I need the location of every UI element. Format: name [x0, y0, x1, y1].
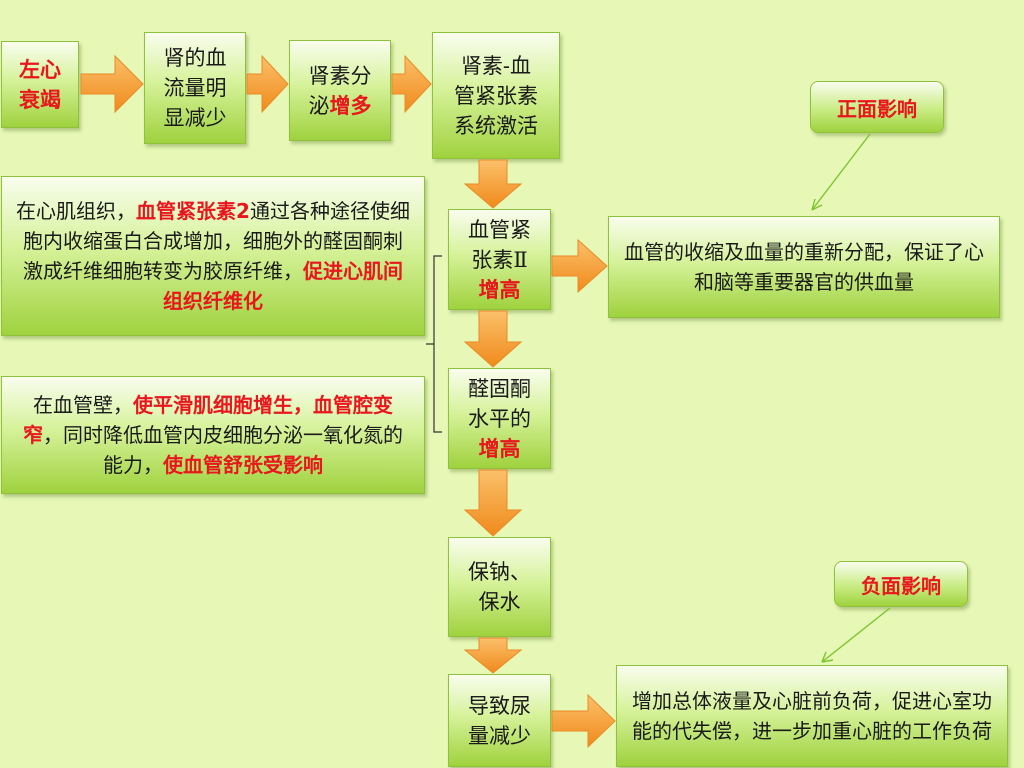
sodium-line2: 保水 — [478, 590, 521, 614]
pointer-negative — [821, 607, 891, 663]
sodium-line1: 保钠、 — [468, 560, 531, 584]
aldosterone-line3: 增高 — [478, 436, 521, 461]
positive-result-text: 血管的收缩及血量的重新分配，保证了心和脑等重要器官的供血量 — [624, 240, 984, 294]
arrow-aldosterone-to-sodium — [463, 469, 523, 537]
aldosterone-line1: 醛固酮 — [468, 376, 531, 401]
urine-line2: 量减少 — [468, 723, 531, 748]
renal-flow-line1: 肾的血 — [163, 46, 227, 70]
renal-flow-line2: 流量明 — [163, 76, 227, 100]
renin-line1: 肾素分 — [308, 63, 372, 88]
myocardium-text-3: 通过各种途径使细胞内收缩蛋白合成增加，细胞外的醛固酮刺激成纤维细胞转变为胶原纤维… — [23, 199, 410, 283]
myocardium-text-4: 促进心肌间组织纤维化 — [163, 259, 403, 313]
raas-line2: 管紧张素 — [454, 83, 538, 108]
arrow-angiotensin-to-positive — [551, 238, 608, 294]
arrow-urine-to-negative — [551, 693, 616, 749]
result-negative: 增加总体液量及心脏前负荷，促进心室功能的代失偿，进一步加重心脏的工作负荷 — [616, 665, 1008, 767]
raas-line1: 肾素-血 — [460, 53, 532, 78]
renin-line2b: 增多 — [329, 93, 372, 118]
arrow-sodium-to-urine — [463, 637, 523, 674]
node-renin-secretion: 肾素分 泌增多 — [289, 40, 391, 141]
angiotensin-line2: 张素Ⅱ — [471, 247, 528, 272]
angiotensin-line1: 血管紧 — [468, 217, 531, 242]
label-positive-effect: 正面影响 — [810, 81, 944, 133]
renin-line2: 泌增多 — [309, 91, 372, 121]
vessel-wall-text-1: 在血管壁， — [33, 393, 133, 417]
bracket-connector — [426, 255, 442, 433]
pointer-positive — [811, 133, 871, 211]
node-angiotensin-ii: 血管紧 张素Ⅱ 增高 — [448, 209, 551, 310]
negative-result-text: 增加总体液量及心脏前负荷，促进心室功能的代失偿，进一步加重心脏的工作负荷 — [632, 689, 992, 743]
node-renal-blood-flow: 肾的血 流量明 显减少 — [144, 32, 246, 144]
node-heart-failure: 左心 衰竭 — [1, 41, 79, 128]
myocardium-text-2: 血管紧张素2 — [136, 199, 250, 223]
arrow-renal-to-renin — [246, 54, 289, 114]
effect-myocardium: 在心肌组织，血管紧张素2通过各种途径使细胞内收缩蛋白合成增加，细胞外的醛固酮刺激… — [1, 176, 425, 336]
arrow-raas-to-angiotensin — [463, 159, 523, 209]
arrow-angiotensin-to-aldosterone — [463, 310, 523, 368]
arrow-renin-to-raas — [391, 54, 432, 114]
heart-failure-line2: 衰竭 — [19, 87, 61, 112]
node-raas-activation: 肾素-血 管紧张素 系统激活 — [432, 32, 560, 159]
urine-line1: 导致尿 — [468, 693, 531, 718]
label-negative-effect: 负面影响 — [834, 561, 968, 607]
arrow-heart-to-renal — [80, 54, 144, 114]
effect-vessel-wall: 在血管壁，使平滑肌细胞增生，血管腔变窄，同时降低血管内皮细胞分泌一氧化氮的能力，… — [1, 376, 425, 494]
vessel-wall-text-3: ，同时降低血管内皮细胞分泌一氧化氮的能力， — [43, 423, 403, 477]
aldosterone-line2: 水平的 — [468, 406, 531, 431]
angiotensin-line3: 增高 — [478, 277, 521, 302]
myocardium-text-1: 在心肌组织， — [16, 199, 137, 223]
result-positive: 血管的收缩及血量的重新分配，保证了心和脑等重要器官的供血量 — [608, 216, 1000, 318]
node-urine-reduction: 导致尿 量减少 — [448, 674, 551, 767]
vessel-wall-text-4: 使血管舒张受影响 — [163, 453, 323, 477]
renal-flow-line3: 显减少 — [163, 106, 227, 130]
raas-line3: 系统激活 — [454, 113, 538, 138]
vessel-wall-text-2: 使平滑肌细胞增生，血管腔变窄 — [23, 393, 393, 447]
node-aldosterone: 醛固酮 水平的 增高 — [448, 368, 551, 469]
heart-failure-line1: 左心 — [19, 57, 61, 82]
renin-line2a: 泌 — [308, 93, 330, 118]
node-sodium-water-retention: 保钠、 保水 — [448, 537, 551, 637]
